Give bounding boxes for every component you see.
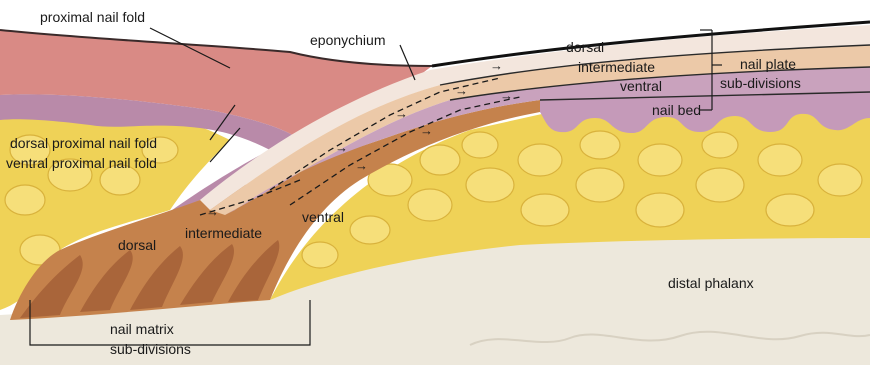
svg-text:→: → bbox=[455, 83, 468, 98]
svg-text:→: → bbox=[395, 106, 408, 121]
label-nail-bed: nail bed bbox=[652, 102, 701, 118]
svg-text:→: → bbox=[490, 58, 503, 73]
label-dorsal-plate: dorsal bbox=[566, 39, 604, 55]
svg-text:→: → bbox=[206, 204, 219, 219]
label-dorsal-proximal-nail-fold: dorsal proximal nail fold bbox=[10, 135, 157, 151]
svg-text:→: → bbox=[500, 88, 513, 103]
label-ventral-proximal-nail-fold: ventral proximal nail fold bbox=[6, 155, 157, 171]
label-intermediate-matrix: intermediate bbox=[185, 225, 262, 241]
label-dorsal-matrix: dorsal bbox=[118, 237, 156, 253]
svg-text:→: → bbox=[355, 158, 368, 173]
label-matrix-sub-divisions: sub-divisions bbox=[110, 341, 191, 357]
label-ventral-plate: ventral bbox=[620, 78, 662, 94]
label-plate-sub-divisions: sub-divisions bbox=[720, 75, 801, 91]
label-ventral-matrix: ventral bbox=[302, 209, 344, 225]
label-nail-plate: nail plate bbox=[740, 56, 796, 72]
svg-text:→: → bbox=[420, 123, 433, 138]
label-eponychium: eponychium bbox=[310, 32, 386, 48]
label-nail-matrix: nail matrix bbox=[110, 321, 174, 337]
label-proximal-nail-fold: proximal nail fold bbox=[40, 9, 145, 25]
label-intermediate-plate: intermediate bbox=[578, 59, 655, 75]
label-distal-phalanx: distal phalanx bbox=[668, 275, 754, 291]
svg-text:→: → bbox=[335, 140, 348, 155]
